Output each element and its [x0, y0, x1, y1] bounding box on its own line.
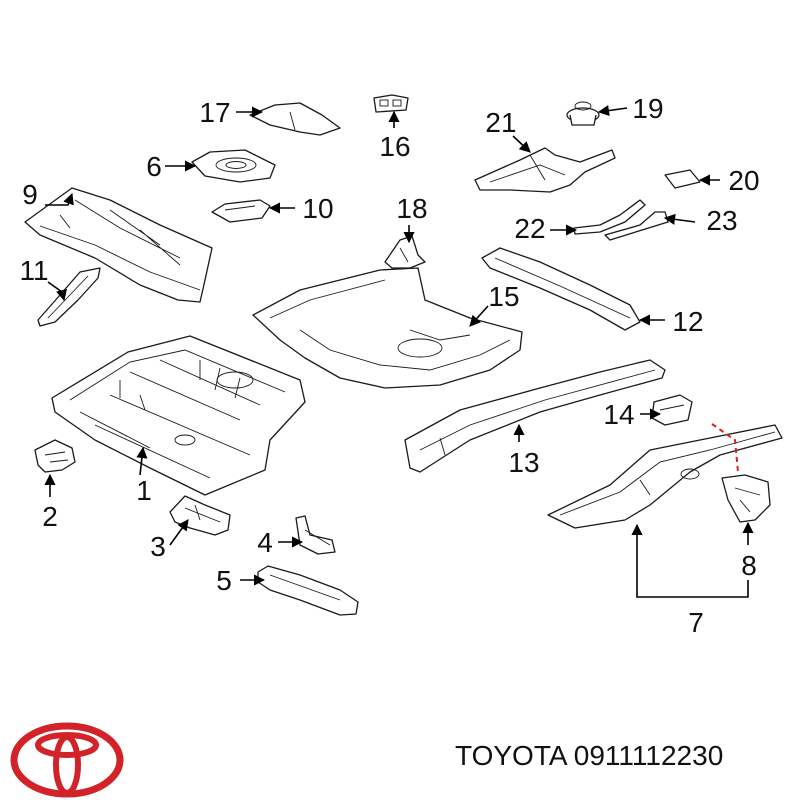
part-6-pan [191, 149, 276, 183]
callout-numbers: 1 2 3 4 5 6 7 8 9 10 11 12 13 14 15 16 1… [19, 93, 759, 638]
part-3-bracket [169, 495, 231, 536]
part-15-rear-floor [252, 267, 523, 389]
part-9-floor-side [24, 187, 213, 303]
callout-8: 8 [741, 550, 757, 581]
callout-9: 9 [22, 179, 38, 210]
part-10-bracket [211, 199, 271, 223]
callout-13: 13 [508, 447, 539, 478]
callout-10: 10 [302, 193, 333, 224]
part-17-cover [249, 102, 341, 136]
footer-caption: TOYOTA 0911112230 [455, 740, 723, 772]
part-21-jack [474, 147, 616, 193]
callout-14: 14 [603, 399, 634, 430]
callout-16: 16 [379, 131, 410, 162]
callout-18: 18 [396, 193, 427, 224]
part-16-clip [373, 94, 409, 113]
callout-11: 11 [19, 255, 48, 286]
callout-6: 6 [146, 151, 162, 182]
callout-3: 3 [150, 531, 166, 562]
callout-1: 1 [136, 475, 152, 506]
part-5-crossmember [257, 565, 359, 616]
callout-2: 2 [42, 501, 58, 532]
callout-21: 21 [485, 107, 516, 138]
brand-name: TOYOTA [455, 740, 566, 771]
callout-19: 19 [632, 93, 663, 124]
leader-lines [44, 105, 754, 598]
part-7-rear-side-member [547, 424, 783, 529]
callout-17: 17 [199, 97, 230, 128]
callout-22: 22 [514, 213, 545, 244]
part-22-handle [573, 199, 646, 235]
part-11-brace [37, 267, 101, 327]
callout-4: 4 [257, 527, 273, 558]
callout-15: 15 [488, 281, 519, 312]
toyota-logo-icon [10, 722, 124, 798]
part-2-bracket [34, 439, 76, 473]
part-14-bracket [651, 394, 693, 426]
part-4-bracket [295, 515, 336, 555]
callout-7: 7 [688, 607, 704, 638]
callout-23: 23 [706, 205, 737, 236]
part-8-bracket [721, 474, 771, 523]
red-dashed-marker [711, 423, 739, 473]
callout-12: 12 [672, 306, 703, 337]
part-1-floor-pan [51, 335, 306, 496]
part-13-side-member [404, 359, 666, 473]
part-20-pad [664, 169, 701, 189]
callout-5: 5 [216, 565, 232, 596]
callout-20: 20 [728, 165, 759, 196]
part-number: 0911112230 [573, 740, 724, 771]
part-18-bracket [384, 235, 426, 269]
part-19-cap [566, 101, 600, 126]
